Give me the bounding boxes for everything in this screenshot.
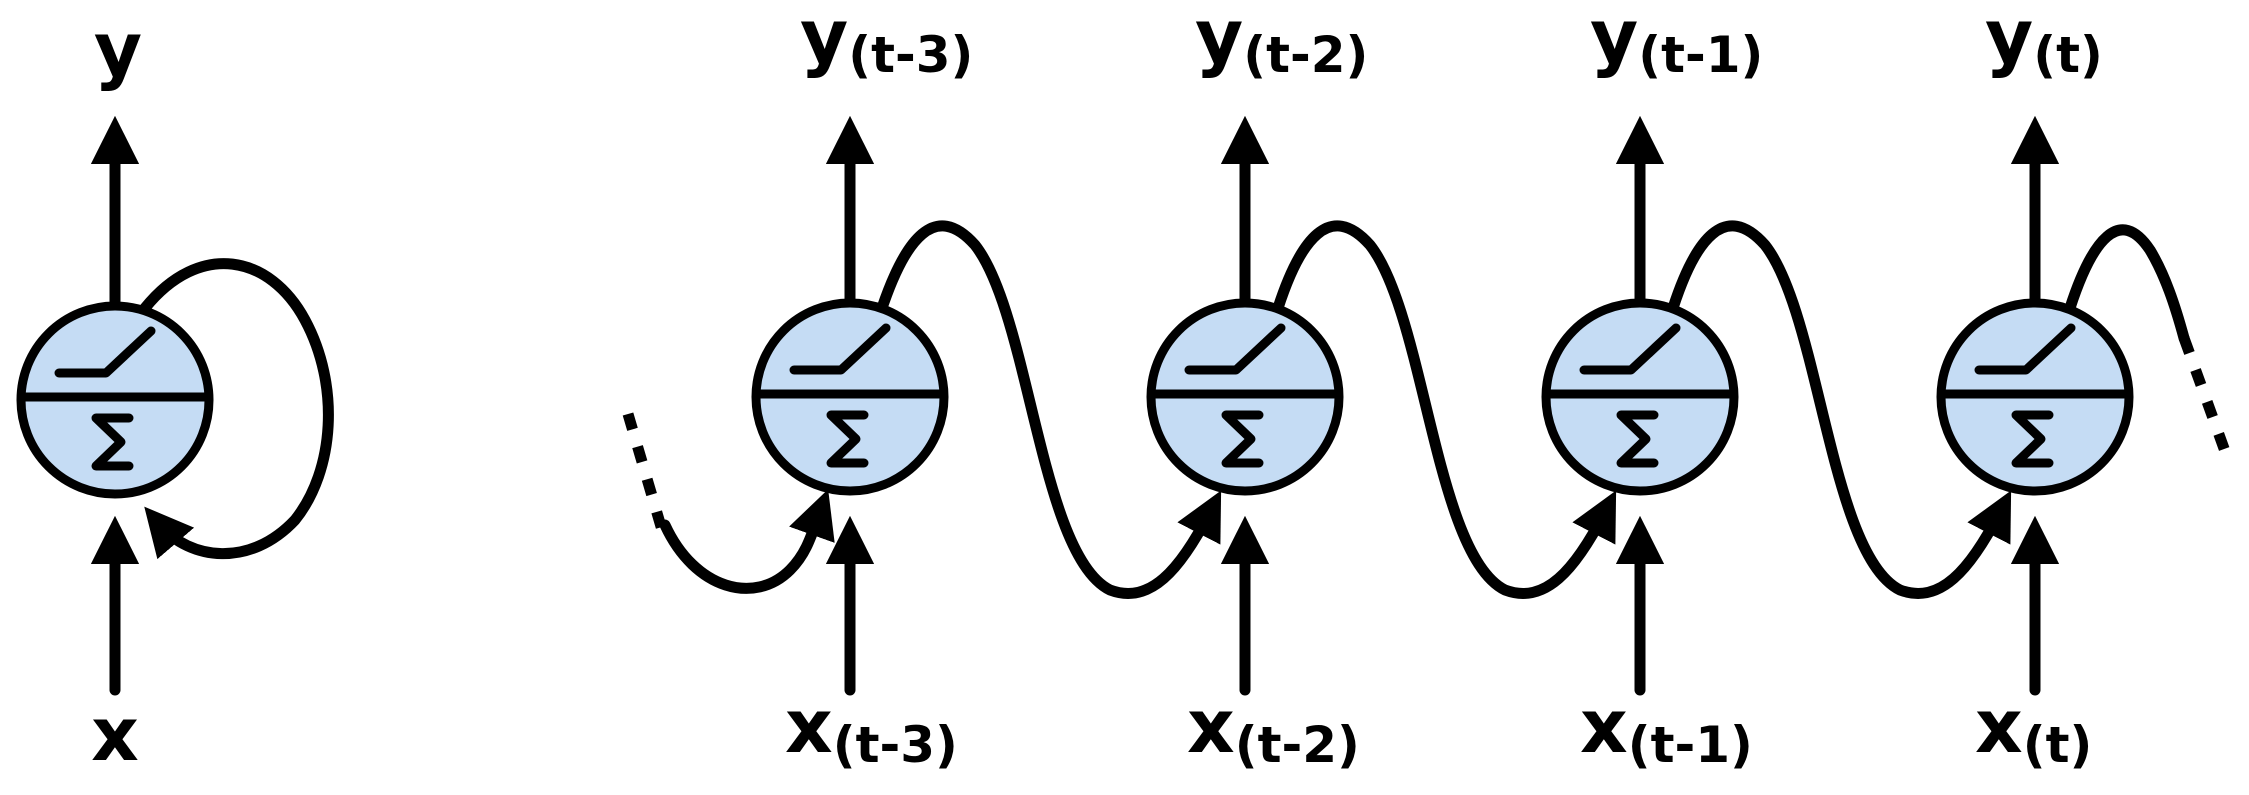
output-label: y(t-1) (1590, 0, 1763, 84)
recurrent-connection (659, 489, 835, 594)
neuron (1546, 303, 1734, 491)
recurrent-connections (659, 220, 2190, 599)
folded-recurrent-loop (139, 258, 334, 560)
unroll-ellipsis-left (622, 412, 668, 532)
input-label: x(t-2) (1187, 684, 1360, 774)
neuron (21, 306, 209, 494)
time-step: y(t-2) x(t-2) (1151, 0, 1368, 774)
neuron (1941, 303, 2129, 491)
neuron (1151, 303, 1339, 491)
folded-output-label: y (94, 7, 142, 93)
neuron (756, 303, 944, 491)
time-step: y(t-3) x(t-3) (756, 0, 973, 774)
unrolled-rnn: y(t-3) x(t-3) y(t-2) x(t-2) (622, 0, 2236, 774)
input-label: x(t-3) (785, 684, 958, 774)
unroll-ellipsis-right (2178, 336, 2236, 467)
output-label: y(t-3) (800, 0, 973, 84)
recurrent-connection (876, 220, 1222, 599)
recurrent-connection (2064, 224, 2190, 344)
recurrent-connection (1667, 220, 2012, 599)
output-label: y(t-2) (1195, 0, 1368, 84)
time-step: y(t-1) x(t-1) (1546, 0, 1763, 774)
recurrent-connection (1272, 220, 1617, 599)
time-step: y(t) x(t) (1941, 0, 2129, 774)
folded-input-label: x (91, 692, 139, 778)
input-label: x(t) (1975, 684, 2092, 774)
output-label: y(t) (1985, 0, 2103, 84)
input-label: x(t-1) (1580, 684, 1753, 774)
folded-rnn: y x (21, 7, 334, 778)
